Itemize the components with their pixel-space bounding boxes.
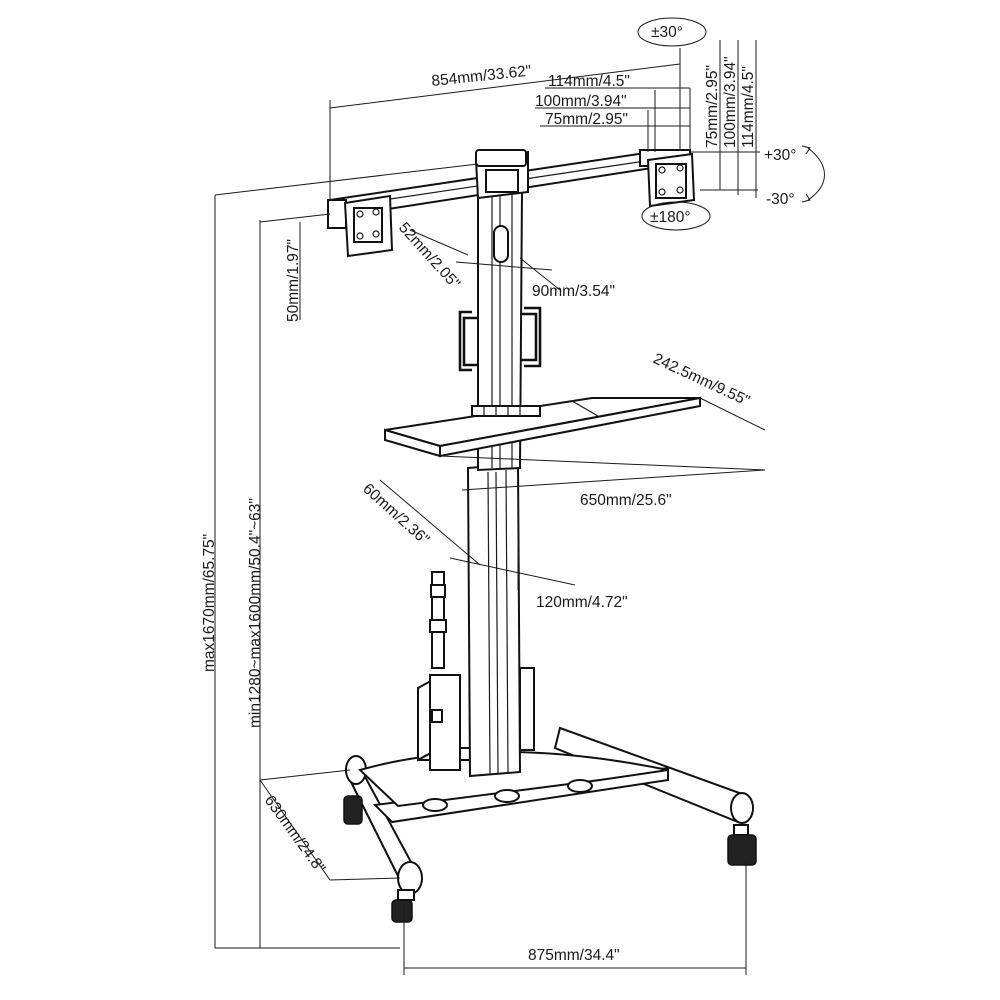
label-column-60: 60mm/2.36" (359, 480, 432, 548)
label-swivel: ±30° (651, 24, 683, 41)
swivel-indicator (637, 17, 707, 47)
vesa-plate-left (327, 194, 394, 258)
lower-column (466, 462, 522, 778)
label-width-total: 854mm/33.62" (431, 63, 533, 90)
label-vesa-114: 114mm/4.5" (548, 73, 630, 90)
vesa-plate-right (639, 149, 696, 208)
rotate-indicator (641, 201, 711, 231)
label-vesa-100-vertical: 100mm/3.94" (722, 56, 739, 148)
label-arm-52: 52mm/2.05" (395, 219, 463, 292)
label-height-range: min1280~max1600mm/50.4"~63" (247, 498, 264, 728)
label-rotate: ±180° (650, 209, 691, 226)
label-tilt-up: +30° (764, 147, 797, 164)
label-vesa-75: 75mm/2.95" (545, 111, 628, 128)
label-tilt-down: -30° (766, 191, 795, 208)
base (343, 726, 757, 923)
label-height-max: max1670mm/65.75" (201, 534, 218, 672)
dimension-lines (214, 17, 825, 975)
cpu-holder (417, 571, 535, 771)
caster-rear-left (343, 795, 363, 825)
label-offset-50: 50mm/1.97" (285, 239, 302, 322)
label-shelf-width: 650mm/25.6" (580, 492, 672, 509)
handle-right (520, 312, 538, 362)
label-vesa-114-vertical: 114mm/4.5" (740, 66, 757, 148)
label-base-depth: 630mm/24.8" (261, 792, 329, 876)
keyboard-shelf (384, 396, 701, 458)
caster-front-right (727, 824, 757, 866)
column (458, 190, 542, 778)
label-vesa-75-vertical: 75mm/2.95" (704, 65, 721, 148)
shelf-top (384, 397, 701, 448)
caster-front-left (391, 889, 415, 923)
handle-left (462, 316, 478, 367)
label-column-120: 120mm/4.72" (536, 594, 628, 611)
label-base-width: 875mm/34.4" (528, 947, 620, 964)
label-vesa-100: 100mm/3.94" (535, 93, 627, 110)
label-arm-90: 90mm/3.54" (532, 283, 615, 300)
